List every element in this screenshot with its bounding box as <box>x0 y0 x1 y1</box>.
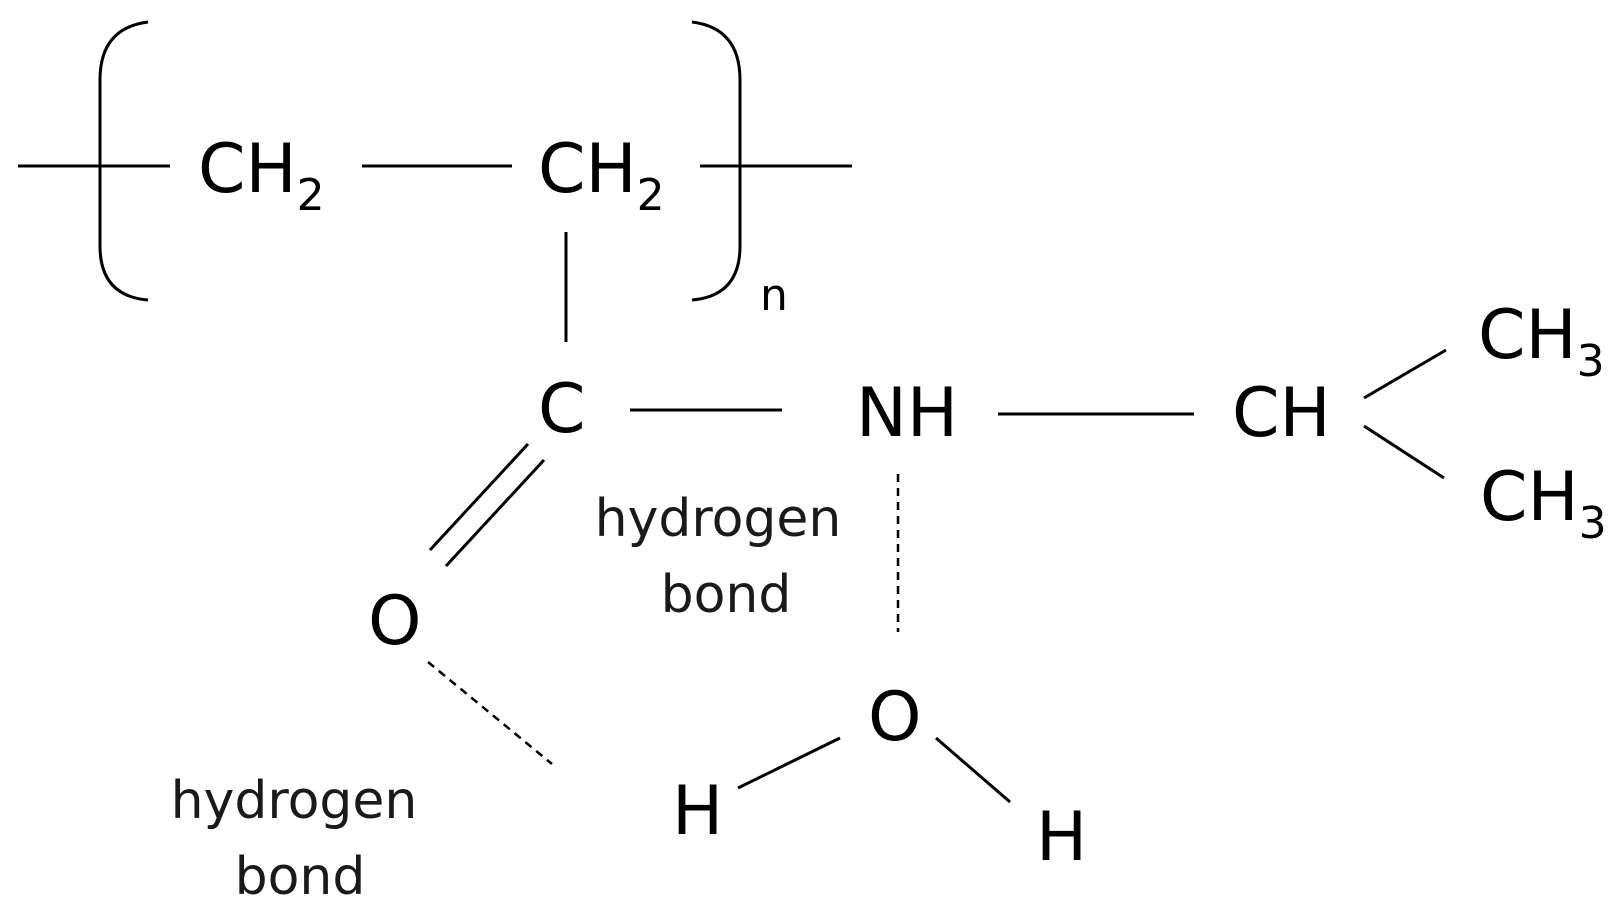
label-hydrogen-bond-upper-line2: bond <box>661 565 792 625</box>
hydrogen-bond-o-h <box>427 661 553 765</box>
bond-o-h-right <box>935 736 1011 804</box>
atom-ch2-right: CH2 <box>538 130 665 221</box>
bond-ch-ch3-top <box>1363 348 1447 400</box>
double-bond-c-o-1 <box>428 442 530 552</box>
atom-o-water: O <box>868 678 922 757</box>
atom-nh: NH <box>856 374 958 453</box>
atom-ch3-bottom: CH3 <box>1480 458 1607 549</box>
label-hydrogen-bond-lower-line2: bond <box>235 847 366 907</box>
atom-h-right: H <box>1036 798 1087 877</box>
label-hydrogen-bond-lower-line1: hydrogen <box>171 771 418 831</box>
repeat-subscript-n: n <box>760 270 788 321</box>
bracket-right <box>691 20 742 302</box>
atom-ch: CH <box>1232 374 1331 453</box>
double-bond-c-o-2 <box>444 458 546 568</box>
bracket-left <box>98 20 149 302</box>
atom-h-left: H <box>672 772 723 851</box>
atom-ch2-left: CH2 <box>198 130 325 221</box>
bond-o-h-left <box>737 736 841 790</box>
atom-c: C <box>538 370 585 449</box>
atom-ch3-top: CH3 <box>1478 296 1605 387</box>
bond-ch-ch3-bottom <box>1363 424 1445 480</box>
label-hydrogen-bond-upper-line1: hydrogen <box>595 489 842 549</box>
atom-o-carbonyl: O <box>368 582 422 661</box>
